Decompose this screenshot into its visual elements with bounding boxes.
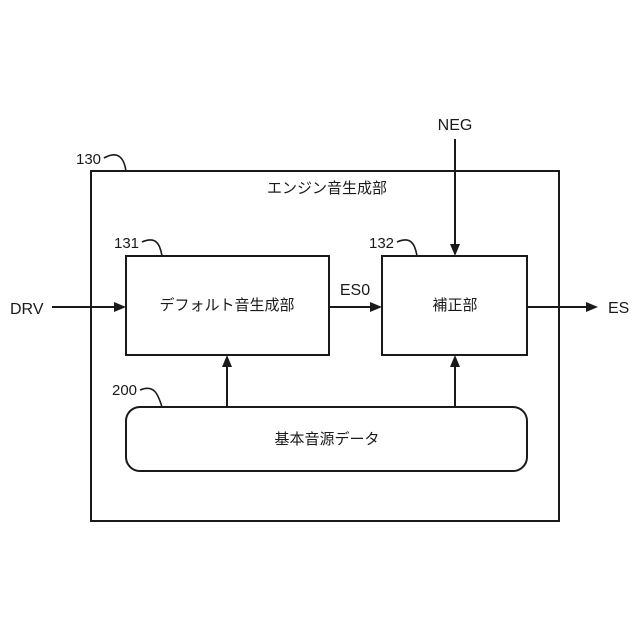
base-sound-data-text: 基本音源データ: [274, 430, 379, 448]
signal-es0-label: ES0: [340, 282, 370, 299]
ref-200: 200: [112, 382, 137, 399]
es-arrowhead: [586, 302, 598, 312]
ref-132: 132: [369, 235, 394, 252]
signal-neg-label: NEG: [438, 117, 473, 134]
engine-sound-generator-label: エンジン音生成部: [267, 179, 387, 197]
ref-131: 131: [114, 235, 139, 252]
ref-130-leader: [104, 155, 126, 171]
correction-label: 補正部: [432, 296, 477, 314]
signal-es-label: ES: [608, 300, 629, 317]
signal-drv-label: DRV: [10, 301, 44, 318]
default-sound-generator-label: デフォルト音生成部: [159, 296, 294, 314]
ref-130: 130: [76, 151, 101, 168]
